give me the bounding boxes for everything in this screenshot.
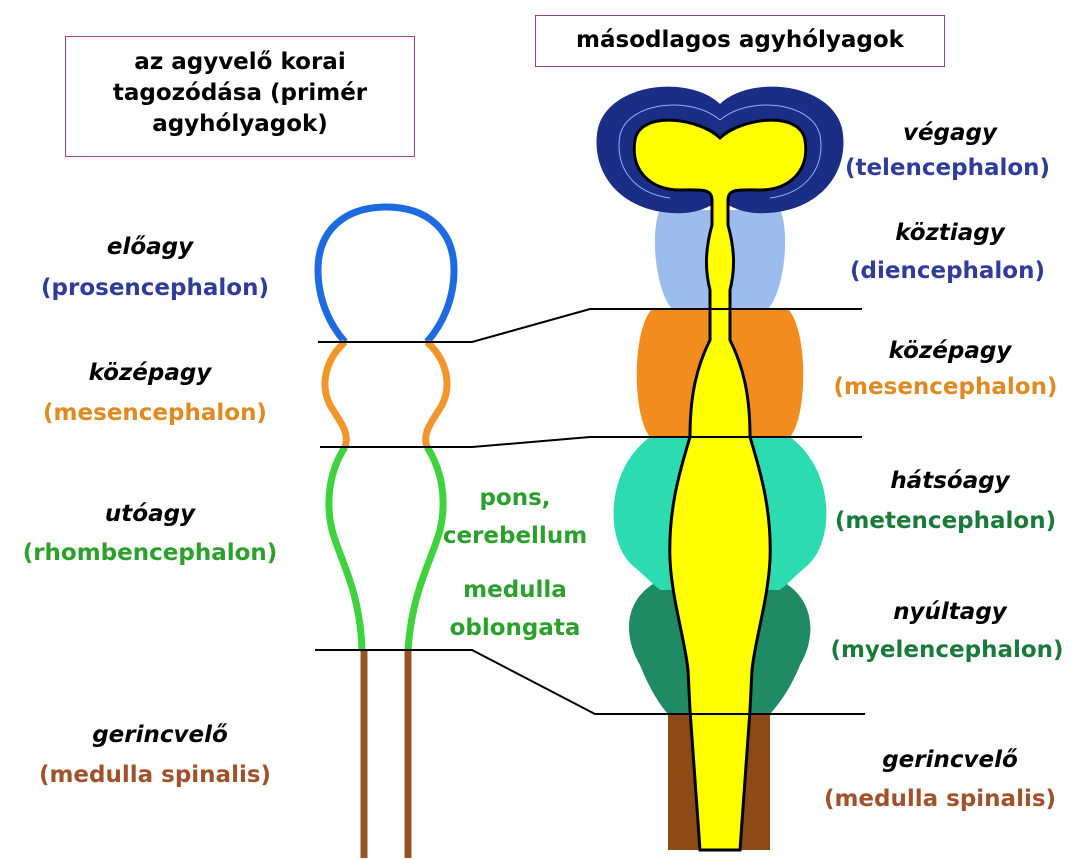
label-rhombencephalon: (rhombencephalon) (0, 538, 300, 568)
label-medulla-spinalis-right: (medulla spinalis) (805, 784, 1075, 814)
label-metencephalon: (metencephalon) (818, 506, 1073, 536)
label-diencephalon: (diencephalon) (830, 256, 1065, 286)
mesencephalon-left-wall (426, 342, 447, 447)
label-kozepagy-right: középagy (850, 336, 1050, 366)
label-myelencephalon: (myelencephalon) (818, 635, 1076, 665)
label-medulla: medulla (440, 575, 590, 605)
primary-vesicles-figure (318, 207, 454, 858)
secondary-vesicles-box: másodlagos agyhólyagok (535, 15, 945, 67)
label-kozepagy-left: középagy (60, 358, 240, 388)
rhombencephalon-wall (408, 447, 443, 650)
label-mesencephalon-left: (mesencephalon) (25, 398, 285, 428)
label-vegagy: végagy (850, 118, 1050, 148)
label-mesencephalon-right: (mesencephalon) (818, 372, 1073, 402)
primary-vesicles-title: az agyvelő korai tagozódása (primér agyh… (113, 49, 367, 137)
mesencephalon-left-wall (325, 342, 346, 447)
label-utoagy: utóagy (60, 499, 240, 529)
label-prosencephalon: (prosencephalon) (25, 273, 285, 303)
primary-vesicles-box: az agyvelő korai tagozódása (primér agyh… (65, 36, 415, 157)
label-hatsoagy: hátsóagy (850, 466, 1050, 496)
label-medulla-spinalis-left: (medulla spinalis) (15, 760, 295, 790)
label-oblongata: oblongata (440, 613, 590, 643)
label-gerincvelo-left: gerincvelő (60, 720, 260, 750)
label-eloagy: előagy (60, 232, 240, 262)
label-telencephalon: (telencephalon) (830, 153, 1065, 183)
secondary-vesicles-figure (597, 87, 844, 850)
label-pons: pons, (440, 483, 590, 513)
label-cerebellum: cerebellum (440, 521, 590, 551)
label-nyultagy: nyúltagy (850, 597, 1050, 627)
secondary-vesicles-title: másodlagos agyhólyagok (576, 27, 904, 53)
label-koztiagy: köztiagy (850, 218, 1050, 248)
rhombencephalon-wall (329, 447, 362, 650)
prosencephalon-wall (318, 207, 454, 342)
label-gerincvelo-right: gerincvelő (850, 745, 1050, 775)
